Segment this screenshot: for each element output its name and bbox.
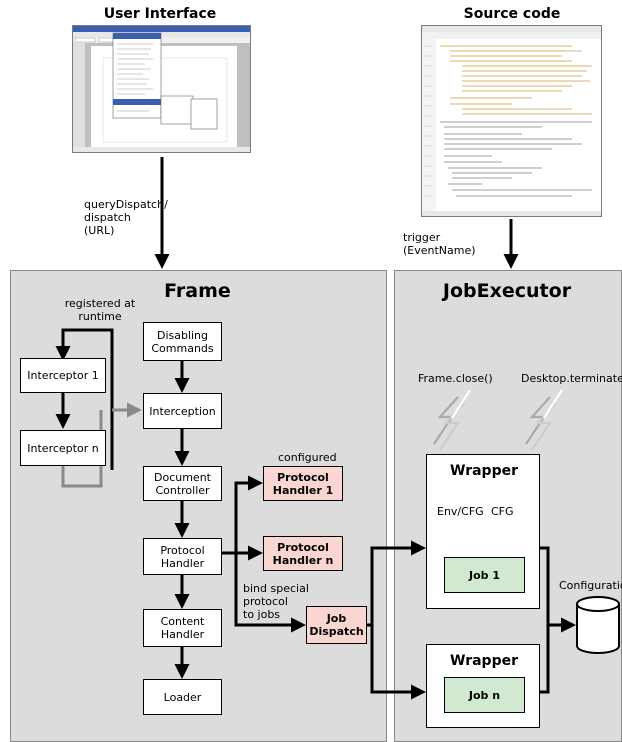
source-code-screenshot	[421, 25, 602, 217]
source-code-header: Source code	[463, 6, 561, 22]
wrapper-2-title: Wrapper	[450, 653, 518, 669]
loader-box: Loader	[143, 679, 222, 715]
ui-screenshot-image	[73, 26, 250, 152]
protocol-handler-1-box: Protocol Handler 1	[263, 466, 343, 501]
wrapper-1: Wrapper Env/CFG CFG Job 1	[426, 454, 540, 609]
user-interface-header: User Interface	[103, 6, 217, 22]
interceptor-n-box: Interceptor n	[20, 430, 106, 466]
lightning-desktop-terminate	[525, 389, 563, 451]
frame-title: Frame	[164, 280, 231, 302]
bind-special-label: bind special protocol to jobs	[243, 582, 309, 621]
query-dispatch-label: queryDispatch/ dispatch (URL)	[84, 198, 168, 237]
arrow-to-protocol-handler-1	[222, 475, 263, 555]
protocol-handler-box: Protocol Handler	[143, 538, 222, 575]
disabling-commands-box: Disabling Commands	[143, 322, 222, 361]
trigger-label: trigger (EventName)	[403, 231, 476, 257]
cfg-label: CFG	[491, 505, 514, 518]
interceptor-1-box: Interceptor 1	[20, 358, 106, 393]
document-controller-box: Document Controller	[143, 466, 222, 501]
interception-box: Interception	[143, 393, 222, 429]
content-handler-box: Content Handler	[143, 609, 222, 647]
source-code-image	[422, 26, 601, 216]
user-interface-screenshot	[72, 25, 251, 153]
configuration-label: Configuration	[559, 579, 622, 592]
lightning-frame-close	[433, 389, 471, 451]
arrow-registered-loop	[55, 328, 114, 470]
arrow-dispatch-to-wrapper-2	[367, 623, 426, 700]
protocol-handler-n-box: Protocol Handler n	[263, 536, 343, 571]
frame-close-label: Frame.close()	[418, 372, 493, 385]
desktop-terminate-label: Desktop.terminate()	[521, 372, 622, 385]
arrow-wrappers-to-config	[540, 546, 550, 694]
arrow-to-job-dispatch	[234, 553, 306, 633]
wrapper-2: Wrapper Job n	[426, 644, 540, 728]
arrow-dispatch-to-wrapper-1	[367, 540, 426, 627]
job-executor-title: JobExecutor	[442, 280, 572, 302]
configured-label: configured	[278, 451, 337, 464]
job-1-box: Job 1	[444, 557, 525, 593]
configuration-cylinder-icon	[576, 596, 620, 654]
env-cfg-label: Env/CFG	[437, 505, 484, 518]
wrapper-1-title: Wrapper	[450, 463, 518, 479]
job-dispatch-box: Job Dispatch	[306, 606, 367, 644]
registered-label: registered at runtime	[64, 297, 136, 323]
job-n-box: Job n	[444, 677, 525, 713]
